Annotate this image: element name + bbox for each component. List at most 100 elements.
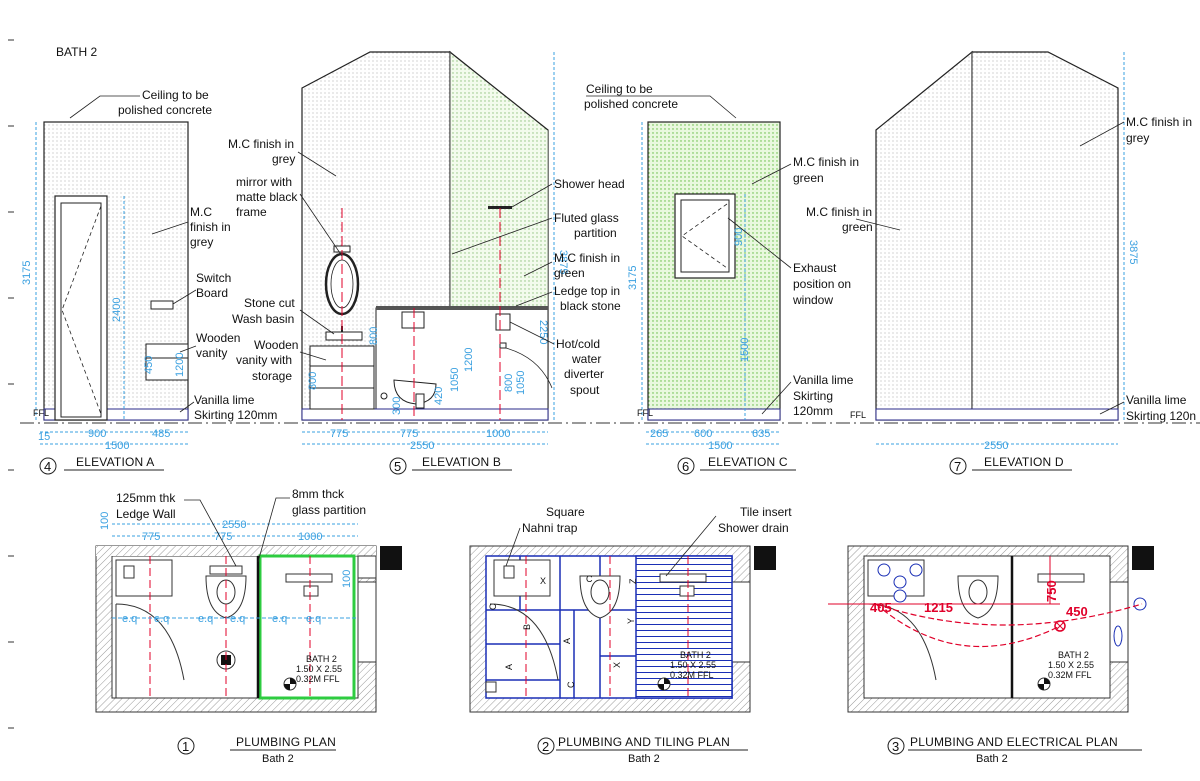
dim-b-420: 420 (433, 387, 445, 405)
dim-e-1215: 1215 (924, 600, 953, 615)
plumbing-plan: e.q e.q e.q e.q e.q e.q BATH 2 1.50 X 2.… (95, 487, 402, 765)
dim-c-3175: 3175 (627, 266, 639, 290)
dim-c-1500: 1500 (708, 440, 732, 452)
tile-a-2: A (562, 638, 572, 644)
plan1-eq-3: e.q (198, 613, 213, 625)
elev-c-number-circle (677, 457, 695, 475)
elev-d-wall-right (971, 51, 1119, 421)
dim-a-485: 485 (152, 428, 170, 440)
plan1-eq-1: e.q (122, 613, 137, 625)
label-mc-grey-b-2: grey (272, 152, 295, 166)
label-nahni-1: Square (546, 505, 585, 519)
plan1-sub: Bath 2 (262, 753, 294, 765)
ffl-c: FFL (637, 408, 653, 418)
label-mc-green-d-1: M.C finish in (806, 205, 872, 219)
label-mc-green-c-1: M.C finish in (793, 155, 859, 169)
elev-a-title: ELEVATION A (76, 455, 154, 469)
elev-d-number-circle (949, 457, 967, 475)
label-switch-1: Switch (196, 271, 231, 285)
label-mc-green-b-2: green (554, 266, 585, 280)
label-glass-2: glass partition (292, 503, 366, 517)
dim-e-450: 450 (1066, 604, 1088, 619)
sheet-margin (8, 39, 14, 729)
dim-a-1200: 1200 (174, 353, 186, 377)
dim-d-2550: 2550 (984, 440, 1008, 452)
dim-b-1050b: 1050 (515, 371, 527, 395)
plan1-shower-bench (285, 573, 333, 583)
label-tile-1: Tile insert (740, 505, 792, 519)
label-hotcold-3: diverter (564, 367, 604, 381)
dim-a-2400: 2400 (111, 298, 123, 322)
label-exhaust-3: window (792, 293, 833, 307)
label-switch-2: Board (196, 286, 228, 300)
label-shower-head: Shower head (554, 177, 625, 191)
tile-y-1: Y (626, 618, 636, 624)
plan1-title: PLUMBING PLAN (236, 735, 336, 749)
label-mc-grey-a-2: finish in (190, 220, 231, 234)
plan3-sub: Bath 2 (976, 753, 1008, 765)
dim-p-1000: 1000 (298, 531, 322, 543)
plan1-door-swing (115, 603, 185, 681)
tile-c-2: C (586, 574, 593, 584)
label-ceiling-c-1: Ceiling to be (586, 82, 653, 96)
elev-d-wall-left (875, 50, 973, 421)
label-ledge-wall-2: Ledge Wall (116, 507, 176, 521)
plumbing-electrical-plan: 405 1215 750 450 BATH 2 1.50 X 2.55 0.32… (828, 545, 1154, 765)
label-vanilla-c-1: Vanilla lime (793, 373, 854, 387)
plan3-bath-3: 0.32M FFL (1048, 670, 1092, 680)
elev-b-number: 5 (394, 459, 401, 474)
label-vanilla-d-1: Vanilla lime (1126, 393, 1187, 407)
plan2-column (754, 546, 776, 570)
label-mirror-3: frame (236, 205, 267, 219)
elev-a-skirting (43, 408, 189, 421)
label-exhaust-2: position on (793, 277, 851, 291)
elev-b-diverter (495, 313, 511, 331)
plan3-number: 3 (892, 739, 899, 754)
dim-c-600: 600 (694, 428, 712, 440)
dim-c-900: 900 (733, 228, 745, 246)
dim-b-1200: 1200 (463, 348, 475, 372)
label-glass-1: 8mm thck (292, 487, 345, 501)
label-stone-2: Wash basin (232, 312, 294, 326)
label-fluted-1: Fluted glass (554, 211, 619, 225)
label-exhaust-1: Exhaust (793, 261, 837, 275)
label-nahni-2: Nahni trap (522, 521, 578, 535)
plan2-number-circle (537, 737, 555, 755)
dim-p-2550: 2550 (222, 519, 246, 531)
plan3-wiring-2 (875, 603, 1143, 626)
label-mc-grey-a-1: M.C (190, 205, 212, 219)
dim-b-800a: 800 (307, 372, 319, 390)
dim-e-405: 405 (870, 600, 892, 615)
tile-a-1: A (504, 664, 514, 670)
elev-d-skirting (875, 408, 1119, 421)
plan1-shower-zone (258, 554, 356, 700)
label-ledge-2: black stone (560, 299, 621, 313)
label-vanilla-d-2: Skirting 120n (1126, 409, 1196, 423)
label-vanilla-a-2: Skirting 120mm (194, 408, 277, 422)
tile-b-1: B (522, 624, 532, 630)
elev-b-flush-plate (401, 311, 425, 329)
dim-b-300: 300 (391, 397, 403, 415)
label-tile-2: Shower drain (718, 521, 789, 535)
elev-b-skirting (301, 408, 549, 421)
dim-c-1500v: 1500 (739, 338, 751, 362)
elevation-d: 3875 2550 FFL M.C finish in grey M.C fin… (806, 50, 1196, 475)
elev-b-health-faucet (380, 392, 388, 400)
label-ledge-1: Ledge top in (554, 284, 620, 298)
dim-e-750: 750 (1044, 580, 1059, 602)
dim-b-800c: 800 (503, 374, 515, 392)
elev-c-number: 6 (682, 459, 689, 474)
label-mc-green-d-2: green (842, 220, 873, 234)
plan3-bath-1: BATH 2 (1058, 650, 1089, 660)
plan3-number-circle (887, 737, 905, 755)
label-stone-1: Stone cut (244, 296, 295, 310)
label-ledge-wall-1: 125mm thk (116, 491, 176, 505)
plan2-vanity (493, 559, 551, 597)
plan3-column (1132, 546, 1154, 570)
plan2-bath-1: BATH 2 (680, 650, 711, 660)
tile-x-2: X (540, 576, 546, 586)
dim-b-2550: 2550 (410, 440, 434, 452)
elev-d-number: 7 (954, 459, 961, 474)
